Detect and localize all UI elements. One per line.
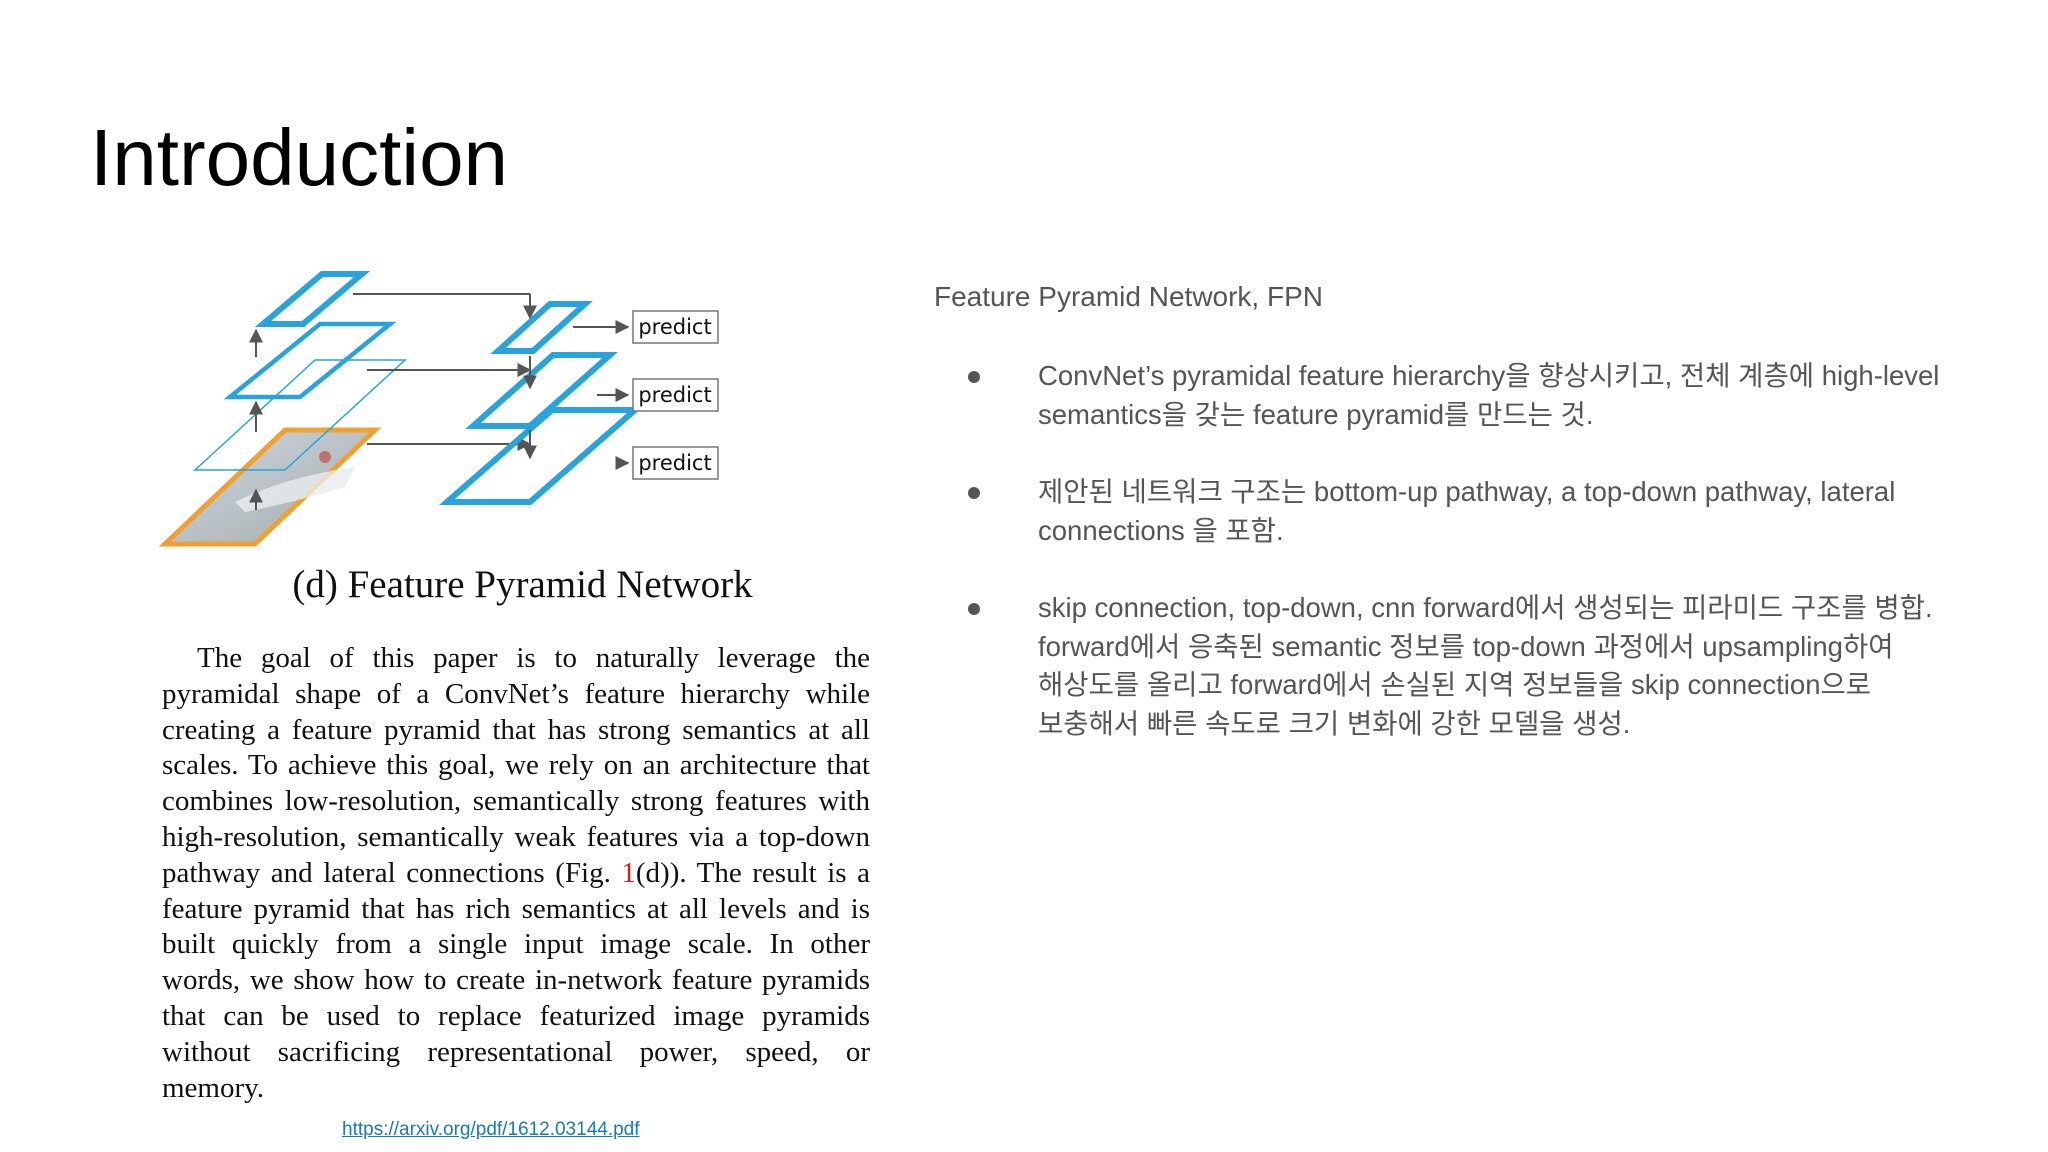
bullet-item: ConvNet’s pyramidal feature hierarchy을 향… [934,357,2014,434]
predict-label-3: predict [638,451,711,475]
predict-label-2: predict [638,383,711,407]
bottom-up-layer-3 [223,321,397,400]
paper-paragraph: The goal of this paper is to naturally l… [162,641,870,1106]
right-column: Feature Pyramid Network, FPN ConvNet’s p… [934,280,2014,782]
predict-label-1: predict [638,315,711,339]
slide-title: Introduction [90,113,509,202]
paper-text-part-2: (d)). The result is a feature pyramid th… [162,856,870,1104]
section-subtitle: Feature Pyramid Network, FPN [934,281,1323,312]
predict-box-2 [632,378,719,412]
bullet-text: ConvNet’s pyramidal feature hierarchy을 향… [1038,360,1940,430]
bottom-up-layer-4 [254,271,371,327]
bullet-dot-icon [968,371,980,383]
paper-figure: predict predict predict (d) Feature Pyra… [155,262,890,1152]
predict-box-3 [632,446,719,480]
figure-caption: (d) Feature Pyramid Network [292,563,753,606]
bullet-list: ConvNet’s pyramidal feature hierarchy을 향… [934,357,2014,743]
fpn-diagram: predict predict predict [158,271,719,547]
bullet-item: 제안된 네트워크 구조는 bottom-up pathway, a top-do… [934,473,2014,550]
bullet-dot-icon [968,603,980,615]
bullet-text: skip connection, top-down, cnn forward에서… [1038,592,1933,739]
paper-text-part-1: The goal of this paper is to naturally l… [162,642,870,889]
bullet-dot-icon [968,487,980,499]
bullet-text: 제안된 네트워크 구조는 bottom-up pathway, a top-do… [1038,476,1896,546]
bullet-item: skip connection, top-down, cnn forward에서… [934,589,2014,743]
boat-image-icon [235,467,355,512]
top-down-layer-1 [490,301,593,354]
predict-box-1 [632,310,719,344]
paper-link[interactable]: https://arxiv.org/pdf/1612.03144.pdf [342,1119,640,1140]
figure-reference: 1 [621,856,636,889]
